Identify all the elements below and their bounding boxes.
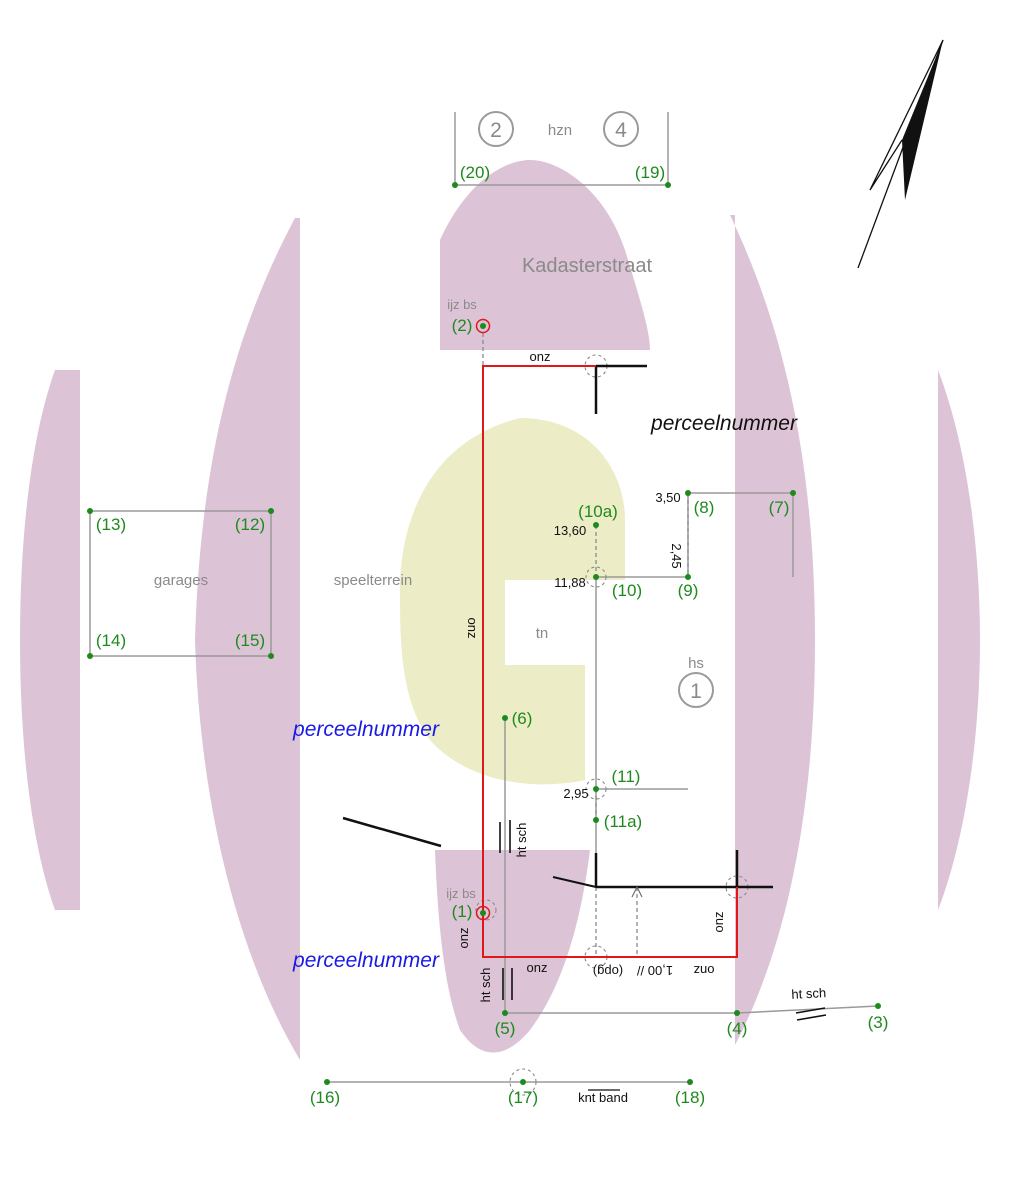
house-number-1: 1 — [690, 680, 702, 703]
watermark — [20, 160, 980, 1060]
point-label-11a: (11a) — [604, 812, 642, 831]
point-marker-8 — [685, 490, 691, 496]
hzn-label: hzn — [548, 122, 572, 139]
hatch-marks — [499, 820, 827, 1091]
point-label-6: (6) — [512, 709, 533, 728]
ijz-bs-bottom: ijz bs — [446, 886, 476, 901]
point-marker-6 — [502, 715, 508, 721]
watermark-pink-band-5 — [730, 215, 815, 1045]
point-label-9: (9) — [678, 581, 699, 600]
point-marker-3 — [875, 1003, 881, 1009]
point-marker-19 — [665, 182, 671, 188]
building-lines — [342, 364, 773, 889]
measure-arrows — [631, 885, 643, 898]
parcel-boundary — [482, 365, 738, 958]
ijz-bs-top: ijz bs — [447, 297, 477, 312]
garages-label: garages — [154, 572, 208, 589]
measure-350: 3,50 — [655, 490, 680, 505]
watermark-pink-band-1 — [20, 370, 80, 910]
parcel-label-black: perceelnummer — [650, 412, 798, 435]
point-marker-18 — [687, 1079, 693, 1085]
point-marker-7 — [790, 490, 796, 496]
line-4-3 — [736, 1005, 879, 1014]
point-label-2: (2) — [452, 316, 473, 335]
point-marker-11a — [593, 817, 599, 823]
point-label-10: (10) — [612, 581, 642, 600]
point-marker-14 — [87, 653, 93, 659]
point-label-1: (1) — [452, 902, 473, 921]
measure-1360: 13,60 — [554, 523, 587, 538]
point-label-18: (18) — [675, 1088, 705, 1107]
survey-points — [87, 182, 881, 1085]
point-label-15: (15) — [235, 631, 265, 650]
point-marker-20 — [452, 182, 458, 188]
onz-bottom: onz — [527, 960, 548, 975]
parcel-label-blue-1: perceelnummer — [292, 718, 440, 741]
onz-left: onz — [465, 618, 480, 639]
point-label-17: (17) — [508, 1088, 538, 1107]
point-label-12: (12) — [235, 515, 265, 534]
ht-sch-vertical: ht sch — [514, 823, 529, 858]
point-marker-16 — [324, 1079, 330, 1085]
north-arrow-icon — [857, 39, 944, 269]
point-label-8: (8) — [694, 498, 715, 517]
offset-label: 1,00 // — [637, 963, 674, 978]
onz-right: onz — [711, 912, 726, 933]
point-marker-2 — [480, 323, 486, 329]
opg-label: (opg) — [593, 964, 623, 979]
point-marker-5 — [502, 1010, 508, 1016]
point-label-10a: (10a) — [578, 502, 618, 521]
watermark-yellow-g — [400, 418, 625, 785]
point-label-3: (3) — [868, 1013, 889, 1032]
ht-sch-right: ht sch — [791, 985, 826, 1002]
point-marker-17 — [520, 1079, 526, 1085]
point-marker-10 — [593, 574, 599, 580]
measure-245: 2,45 — [669, 543, 684, 568]
point-label-20: (20) — [460, 163, 490, 182]
point-marker-10a — [593, 522, 599, 528]
ht-sch-lower: ht sch — [478, 968, 493, 1003]
house-number-2: 2 — [490, 119, 502, 142]
dashed-lines — [482, 333, 689, 957]
knt-band-label: knt band — [578, 1090, 628, 1105]
measure-1188: 11,88 — [554, 575, 586, 590]
street-name: Kadasterstraat — [522, 255, 653, 277]
point-marker-1 — [480, 910, 486, 916]
point-label-11: (11) — [612, 767, 641, 786]
point-marker-9 — [685, 574, 691, 580]
hs-label: hs — [688, 655, 704, 672]
watermark-pink-band-2 — [195, 218, 300, 1060]
tn-label: tn — [536, 625, 549, 642]
point-label-4: (4) — [727, 1019, 748, 1038]
speelterrein-label: speelterrein — [334, 572, 412, 589]
point-marker-4 — [734, 1010, 740, 1016]
onz-bottom-left: onz — [456, 928, 471, 949]
point-label-19: (19) — [635, 163, 665, 182]
iron-marker-1 — [475, 905, 491, 921]
point-marker-15 — [268, 653, 274, 659]
garages-outline — [89, 510, 272, 657]
watermark-pink-band-4 — [435, 850, 590, 1053]
house-number-circles — [478, 111, 714, 708]
onz-top: onz — [530, 349, 551, 364]
parcel-label-blue-2: perceelnummer — [292, 949, 440, 972]
point-label-16: (16) — [310, 1088, 340, 1107]
point-marker-11 — [593, 786, 599, 792]
watermark-pink-band-3 — [440, 160, 650, 350]
house-number-4: 4 — [615, 119, 627, 142]
watermark-pink-band-6 — [938, 370, 980, 910]
onz-bottom-right: onz — [694, 963, 715, 978]
iron-marker-2 — [475, 318, 491, 334]
point-label-14: (14) — [96, 631, 126, 650]
point-label-7: (7) — [769, 498, 790, 517]
point-label-5: (5) — [495, 1019, 516, 1038]
point-marker-13 — [87, 508, 93, 514]
point-label-13: (13) — [96, 515, 126, 534]
point-marker-12 — [268, 508, 274, 514]
iron-markers — [475, 318, 491, 921]
measure-295: 2,95 — [563, 786, 588, 801]
